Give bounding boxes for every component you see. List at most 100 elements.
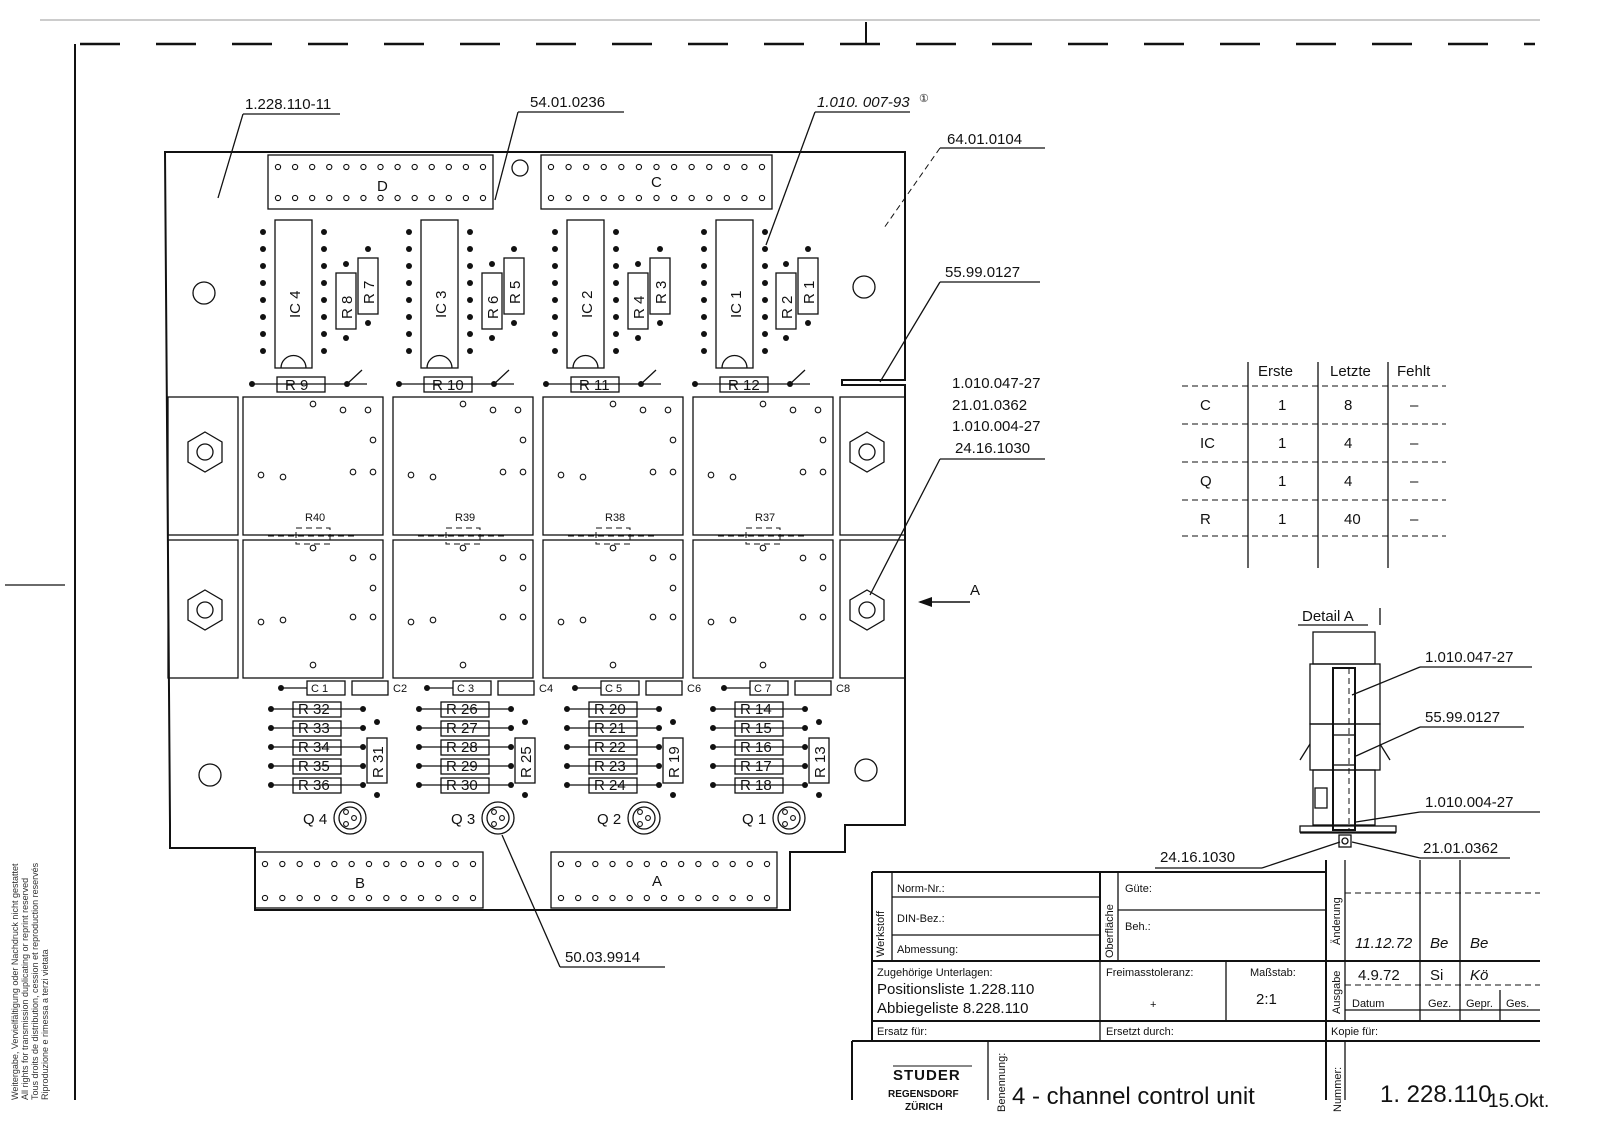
tb-nummer-label: Nummer: <box>1332 1067 1344 1112</box>
tb-unterlagen-label: Zugehörige Unterlagen: <box>877 967 993 979</box>
hex-nut <box>849 589 885 631</box>
relay-module <box>392 396 534 536</box>
table-header-first: Erste <box>1258 363 1293 380</box>
margin-note-line: Weitergabe, Vervielfältigung oder Nachdr… <box>10 863 20 1100</box>
resistor <box>292 758 342 775</box>
table-cell-missing: – <box>1410 435 1419 452</box>
resistor <box>440 720 490 737</box>
tb-aenderung-gepr: Be <box>1470 935 1488 952</box>
tb-aenderung-gez: Be <box>1430 935 1448 952</box>
callout-hardware-3: 1.010.004-27 <box>952 418 1040 435</box>
table-cell-last: 8 <box>1344 397 1352 414</box>
capacitor <box>452 680 492 696</box>
tb-massstab-value: 2:1 <box>1256 991 1277 1008</box>
table-cell-first: 1 <box>1278 397 1286 414</box>
resistor <box>423 376 473 393</box>
detail-label-5: 21.01.0362 <box>1423 840 1498 857</box>
tb-guete: Güte: <box>1125 883 1152 895</box>
mounting-hole <box>192 281 216 305</box>
table-cell-last: 4 <box>1344 435 1352 452</box>
connector-d-label: D <box>377 178 388 195</box>
tb-ersatz-fuer: Ersatz für: <box>877 1026 927 1038</box>
resistor <box>588 739 638 756</box>
mounting-hole <box>511 159 529 177</box>
resistor <box>292 701 342 718</box>
callout-hardware-1: 1.010.047-27 <box>952 375 1040 392</box>
resistor <box>292 739 342 756</box>
capacitor <box>794 680 832 696</box>
resistor-label: R 18 <box>740 777 772 794</box>
resistor <box>276 376 326 393</box>
resistor-label: R 17 <box>740 758 772 775</box>
capacitor <box>645 680 683 696</box>
resistor-label: R 16 <box>740 739 772 756</box>
resistor-label: R39 <box>455 512 475 524</box>
resistor-label: R 24 <box>594 777 626 794</box>
resistor-label: R37 <box>755 512 775 524</box>
ic-label: IC 4 <box>287 290 304 318</box>
ic-chip <box>715 219 754 369</box>
resistor-label: R 19 <box>666 746 683 778</box>
resistor-label: R38 <box>605 512 625 524</box>
resistor <box>292 777 342 794</box>
resistor <box>503 257 525 315</box>
tb-aenderung: Änderung <box>1331 897 1343 945</box>
resistor-label: R 21 <box>594 720 626 737</box>
tb-benennung: 4 - channel control unit <box>1012 1083 1255 1110</box>
capacitor <box>351 680 389 696</box>
margin-note-line: Riproduzione e rimessa a terzi vietata <box>40 949 50 1100</box>
tb-aenderung-date: 11.12.72 <box>1355 935 1413 952</box>
resistor <box>588 777 638 794</box>
resistor-label: R 36 <box>298 777 330 794</box>
tb-col-gez: Gez. <box>1428 998 1451 1010</box>
resistor-label: R 2 <box>779 296 796 319</box>
relay-module <box>392 539 534 679</box>
resistor <box>775 272 797 330</box>
resistor-label: R 28 <box>446 739 478 756</box>
tb-city1: REGENSDORF <box>888 1089 959 1100</box>
capacitor <box>497 680 535 696</box>
tb-kopie-fuer: Kopie für: <box>1331 1026 1378 1038</box>
capacitor <box>749 680 789 696</box>
relay-module <box>692 396 834 536</box>
arrow-a-label: A <box>970 582 980 599</box>
callouts: 1.228.110-11 54.01.0236 1.010. 007-93 ① … <box>217 93 1045 968</box>
transistor <box>333 801 367 835</box>
hex-nut <box>849 431 885 473</box>
resistor-label: R 30 <box>446 777 478 794</box>
tb-benennung-label: Benennung: <box>996 1053 1008 1112</box>
tb-oberflaeche: Oberfläche <box>1104 904 1116 958</box>
tb-nummer-suffix: 15.Okt. <box>1488 1091 1549 1112</box>
table-cell-first: 1 <box>1278 511 1286 528</box>
resistor-label: R 33 <box>298 720 330 737</box>
callout-hardware-2: 21.01.0362 <box>952 397 1027 414</box>
tb-abmessung: Abmessung: <box>897 944 958 956</box>
table-cell-last: 4 <box>1344 473 1352 490</box>
resistor-label: R 25 <box>518 746 535 778</box>
tb-col-ges: Ges. <box>1506 998 1529 1010</box>
callout-transistor-part: 50.03.9914 <box>565 949 640 966</box>
tb-abbiegeliste: Abbiegeliste 8.228.110 <box>877 1000 1029 1017</box>
tb-ausgabe-date: 4.9.72 <box>1358 967 1400 984</box>
connector-b <box>254 851 484 909</box>
callout-ic-socket-note: ① <box>919 93 929 105</box>
table-header-last: Letzte <box>1330 363 1371 380</box>
mounting-hole <box>854 758 878 782</box>
resistor-label: R40 <box>305 512 325 524</box>
relay-module <box>242 539 384 679</box>
resistor <box>734 758 784 775</box>
ic-label: IC 3 <box>433 290 450 318</box>
tb-positionsliste: Positionsliste 1.228.110 <box>877 981 1034 998</box>
tb-ausgabe-gepr: Kö <box>1470 967 1488 984</box>
tb-company-logo: STUDER <box>893 1067 961 1084</box>
ic-chip <box>274 219 313 369</box>
resistor-label: R 5 <box>507 281 524 304</box>
table-cell-ref: IC <box>1200 435 1215 452</box>
resistor <box>440 739 490 756</box>
resistor <box>662 737 684 784</box>
ic-chip <box>420 219 459 369</box>
